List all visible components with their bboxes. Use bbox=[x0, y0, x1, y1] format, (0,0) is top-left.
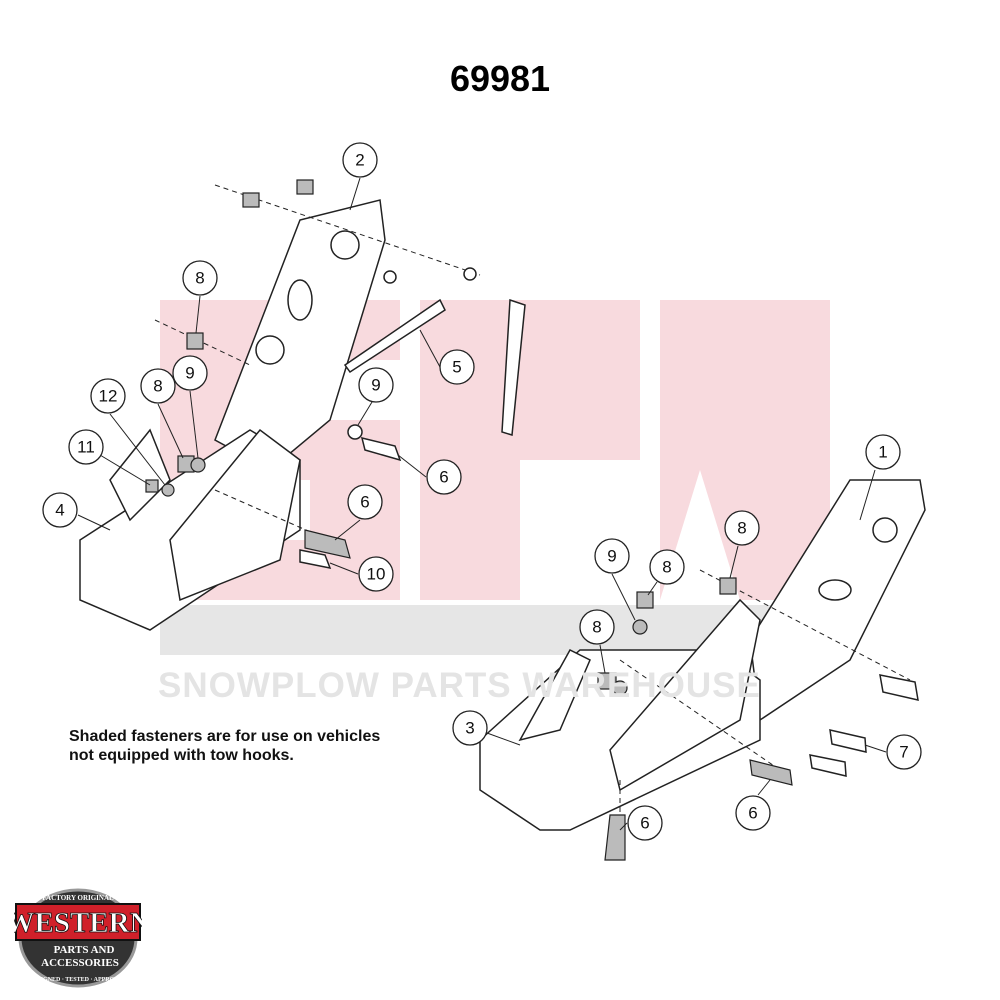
callout-5: 5 bbox=[439, 349, 475, 385]
pin-5a bbox=[343, 298, 446, 374]
callout-7: 7 bbox=[886, 734, 922, 770]
callout-9: 9 bbox=[172, 355, 208, 391]
callout-label: 6 bbox=[748, 804, 757, 823]
callout-label: 11 bbox=[77, 438, 95, 457]
callout-circle bbox=[452, 710, 488, 746]
watermark-text: SNOWPLOW PARTS WAREHOUSE bbox=[158, 666, 761, 705]
callout-label: 8 bbox=[592, 618, 601, 637]
callout-label: 6 bbox=[640, 814, 649, 833]
callout-circle bbox=[594, 538, 630, 574]
logo-line1: PARTS AND bbox=[54, 944, 115, 956]
callout-circle bbox=[439, 349, 475, 385]
callout-8: 8 bbox=[724, 510, 760, 546]
callout-2: 2 bbox=[342, 142, 378, 178]
callout-label: 12 bbox=[99, 387, 118, 406]
note-line-2: not equipped with tow hooks. bbox=[69, 747, 294, 764]
callout-label: 1 bbox=[878, 443, 887, 462]
callout-circle bbox=[735, 795, 771, 831]
callout-4: 4 bbox=[42, 492, 78, 528]
callout-8: 8 bbox=[182, 260, 218, 296]
callout-label: 8 bbox=[153, 377, 162, 396]
logo-top-text: FACTORY ORIGINAL bbox=[42, 894, 114, 902]
callout-circle bbox=[68, 429, 104, 465]
callout-circle bbox=[627, 805, 663, 841]
callout-circle bbox=[358, 556, 394, 592]
callout-11: 11 bbox=[68, 429, 104, 465]
callout-10: 10 bbox=[358, 556, 394, 592]
callout-label: 9 bbox=[371, 376, 380, 395]
callout-label: 6 bbox=[360, 493, 369, 512]
callout-label: 4 bbox=[55, 501, 64, 520]
callout-6: 6 bbox=[735, 795, 771, 831]
callout-9: 9 bbox=[594, 538, 630, 574]
callout-circle bbox=[649, 549, 685, 585]
callout-6: 6 bbox=[347, 484, 383, 520]
callout-circle bbox=[42, 492, 78, 528]
pin-5b bbox=[501, 298, 526, 436]
callout-leaders bbox=[77, 177, 887, 831]
callout-circle bbox=[182, 260, 218, 296]
callout-label: 7 bbox=[899, 743, 908, 762]
callout-label: 8 bbox=[662, 558, 671, 577]
callouts: 2 8 9 8 12 11 4 5 9 6 6 10 1 8 9 8 8 3 7 6 6 bbox=[42, 142, 922, 841]
logo-line2: ACCESSORIES bbox=[41, 957, 119, 969]
callout-1: 1 bbox=[865, 434, 901, 470]
part-number-title: 69981 bbox=[449, 58, 551, 99]
callout-8: 8 bbox=[579, 609, 615, 645]
callout-label: 3 bbox=[465, 719, 474, 738]
callout-9: 9 bbox=[358, 367, 394, 403]
left-assembly bbox=[79, 179, 526, 631]
callout-3: 3 bbox=[452, 710, 488, 746]
callout-label: 8 bbox=[737, 519, 746, 538]
callout-6: 6 bbox=[426, 459, 462, 495]
callout-circle bbox=[358, 367, 394, 403]
callout-label: 10 bbox=[367, 565, 386, 584]
callout-circle bbox=[579, 609, 615, 645]
callout-circle bbox=[172, 355, 208, 391]
callout-circle bbox=[886, 734, 922, 770]
callout-circle bbox=[865, 434, 901, 470]
callout-circle bbox=[347, 484, 383, 520]
callout-12: 12 bbox=[90, 378, 126, 414]
logo-bottom-text: DESIGNED · TESTED · APPROVED bbox=[29, 977, 128, 983]
callout-label: 9 bbox=[185, 364, 194, 383]
note-line-1: Shaded fasteners are for use on vehicles bbox=[69, 728, 381, 745]
callout-label: 6 bbox=[439, 468, 448, 487]
logo-main-text: WESTERN bbox=[14, 907, 142, 939]
callout-label: 8 bbox=[195, 269, 204, 288]
callout-6: 6 bbox=[627, 805, 663, 841]
callout-label: 5 bbox=[452, 358, 461, 377]
callout-8: 8 bbox=[649, 549, 685, 585]
callout-circle bbox=[90, 378, 126, 414]
callout-label: 9 bbox=[607, 547, 616, 566]
callout-circle bbox=[342, 142, 378, 178]
western-logo: FACTORY ORIGINAL WESTERN PARTS AND ACCES… bbox=[14, 888, 142, 988]
callout-8: 8 bbox=[140, 368, 176, 404]
callout-circle bbox=[140, 368, 176, 404]
right-assembly bbox=[479, 479, 926, 861]
callout-circle bbox=[426, 459, 462, 495]
callout-circle bbox=[724, 510, 760, 546]
fastener-note: Shaded fasteners are for use on vehicles… bbox=[69, 727, 380, 765]
callout-label: 2 bbox=[355, 151, 364, 170]
